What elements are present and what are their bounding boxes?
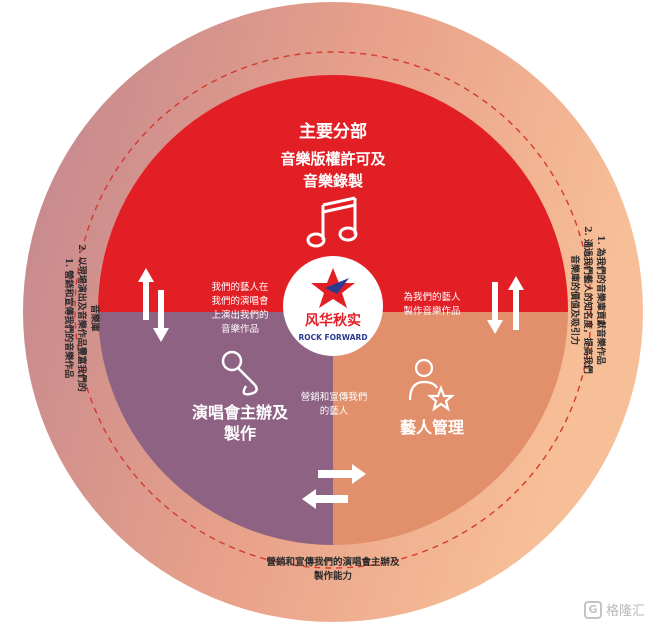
right-segment-title: 藝人管理: [400, 418, 464, 437]
top-segment-line1: 音樂版權許可及: [280, 150, 386, 168]
center-bottom-note-2: 的藝人: [320, 405, 349, 417]
logo-brand-cn: 风华秋实: [305, 312, 361, 329]
watermark-logo-icon: G: [583, 600, 602, 619]
outer-left-note-1: 1. 營銷和宣傳我們的音樂作品: [63, 258, 75, 379]
logo-star-icon: [311, 268, 355, 308]
right-arrow-note-2: 製作音樂作品: [403, 305, 460, 317]
outer-left-note-3: 音樂庫: [89, 304, 101, 331]
top-segment-title: 主要分部: [299, 121, 367, 142]
microphone-icon: [221, 350, 258, 396]
center-logo-disk: [283, 256, 383, 356]
music-note-icon: [306, 196, 358, 248]
artist-star-icon: [408, 358, 456, 412]
left-arrow-note-3: 上演出我們的: [211, 309, 268, 321]
right-arrow-note-1: 為我們的藝人: [403, 291, 461, 303]
left-updown-arrows-icon: [138, 268, 169, 342]
horizontal-arrows-icon: [302, 464, 366, 509]
center-bottom-note-1: 營銷和宣傳我們: [301, 391, 368, 403]
left-arrow-note-2: 我們的演唱會: [211, 295, 269, 307]
outer-right-note: 1. 為我們的音樂庫貢獻音樂作品 2. 通過我們藝人的知名度，提高我們 音樂庫的…: [569, 226, 607, 374]
outer-right-note-2: 2. 通過我們藝人的知名度，提高我們: [582, 226, 594, 374]
outer-bottom-note-1: 營銷和宣傳我們的演唱會主辦及: [266, 556, 400, 568]
outer-left-note-2: 2. 以現場演出及音樂作品豐富我們的: [76, 244, 88, 392]
outer-left-note: 1. 營銷和宣傳我們的音樂作品 2. 以現場演出及音樂作品豐富我們的 音樂庫: [63, 244, 101, 392]
watermark-text: 格隆汇: [605, 604, 645, 619]
dashed-circle: [74, 51, 592, 569]
top-segment-line2: 音樂錄製: [303, 172, 363, 190]
outer-right-note-3: 音樂庫的價值及吸引力: [569, 255, 581, 345]
left-arrow-note-4: 音樂作品: [221, 323, 259, 335]
left-segment-line2: 製作: [223, 424, 256, 443]
logo-brand-en: ROCK FORWARD: [298, 333, 367, 342]
outer-bottom-note-2: 製作能力: [313, 570, 352, 582]
outer-right-note-1: 1. 為我們的音樂庫貢獻音樂作品: [595, 235, 607, 365]
left-segment-line1: 演唱會主辦及: [192, 403, 289, 422]
left-arrow-note-1: 我們的藝人在: [211, 281, 268, 293]
right-updown-arrows-icon: [487, 276, 524, 334]
watermark: G 格隆汇: [583, 600, 645, 619]
